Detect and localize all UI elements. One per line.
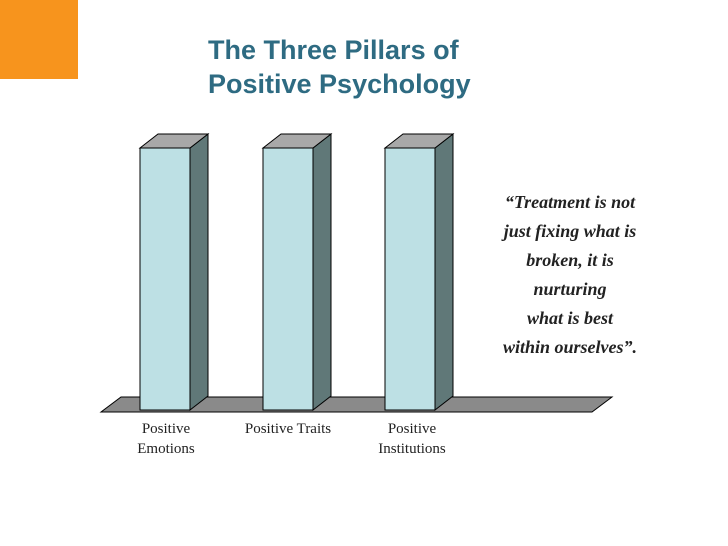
accent-block (0, 0, 78, 79)
quote: “Treatment is not just fixing what is br… (470, 188, 670, 362)
pillar-1-side (189, 132, 209, 412)
quote-line-1: “Treatment is not (504, 192, 636, 212)
pillar-2 (261, 132, 333, 412)
slide-title: The Three Pillars of Positive Psychology (208, 33, 568, 101)
pillar-1 (138, 132, 210, 412)
pillar-1-label: Positive Emotions (137, 421, 195, 457)
pillar-3-side (434, 132, 454, 412)
pillar-2-label: Positive Traits (244, 421, 332, 437)
quote-line-5: what is best (526, 308, 614, 328)
pillar-3 (383, 132, 455, 412)
quote-line-6: within ourselves”. (502, 337, 638, 357)
pillar-2-front (262, 147, 314, 411)
pillar-3-label: Positive Institutions (378, 421, 446, 457)
quote-line-3: broken, it is (526, 250, 614, 270)
pillar-1-front (139, 147, 191, 411)
quote-line-2: just fixing what is (503, 221, 637, 241)
title-line-1: The Three Pillars of (208, 35, 459, 65)
title-line-2: Positive Psychology (208, 69, 471, 99)
pillar-2-side (312, 132, 332, 412)
pillar-3-front (384, 147, 436, 411)
quote-line-4: nurturing (533, 279, 607, 299)
